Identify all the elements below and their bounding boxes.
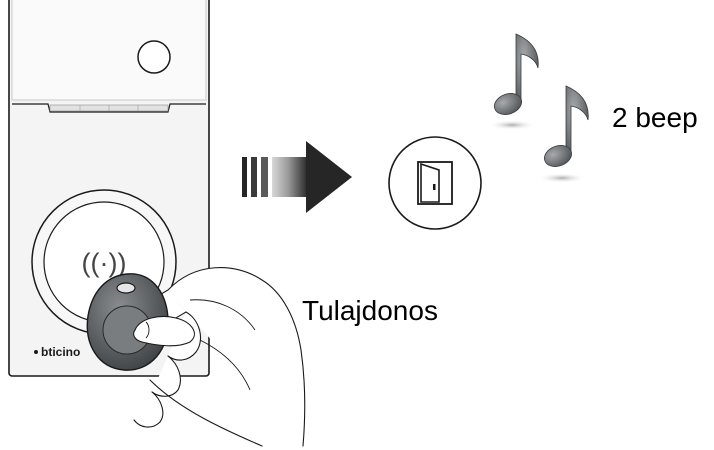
brand-dot bbox=[34, 350, 38, 354]
entry-panel-top-section bbox=[12, 0, 206, 100]
beep-label: 2 beep bbox=[612, 102, 698, 134]
right-arrow-icon bbox=[242, 141, 352, 213]
owner-label: Tulajdonos bbox=[302, 295, 438, 327]
music-note-icon bbox=[488, 34, 538, 130]
door-open-icon bbox=[389, 137, 481, 229]
music-note-icon bbox=[538, 86, 588, 183]
brand-logo: bticino bbox=[41, 345, 80, 359]
rfid-symbol: ((·)) bbox=[82, 248, 127, 278]
camera-icon bbox=[138, 41, 170, 73]
keyfob-ring-hole bbox=[117, 283, 135, 293]
